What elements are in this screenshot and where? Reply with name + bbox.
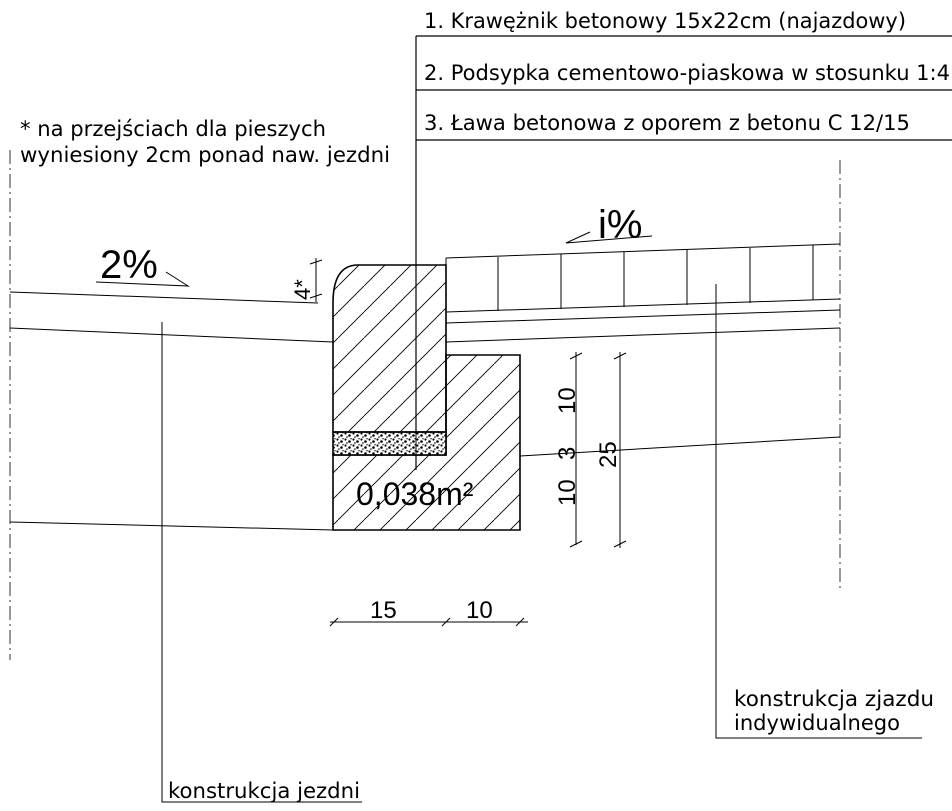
dim-10-horizontal: 10 — [466, 597, 493, 624]
dim-10-top: 10 — [554, 387, 581, 414]
note-line-2: wyniesiony 2cm ponad naw. jezdni — [20, 143, 390, 167]
dim-10-bottom: 10 — [554, 479, 581, 506]
horizontal-dimensions — [329, 617, 528, 627]
driveway-leader — [715, 284, 922, 739]
concrete-curb — [332, 264, 447, 433]
sand-cement-bedding — [332, 431, 447, 456]
dim-15: 15 — [370, 597, 397, 624]
driveway-label-line-2: indywidualnego — [734, 711, 900, 735]
legend-item-1: 1. Krawężnik betonowy 15x22cm (najazdowy… — [424, 9, 906, 33]
dim-3: 3 — [554, 447, 581, 460]
driveway-label-line-1: konstrukcja zjazdu — [734, 687, 934, 711]
note-line-1: * na przejściach dla pieszych — [20, 117, 326, 141]
road-leader — [161, 322, 362, 803]
road-layers — [9, 291, 334, 531]
right-slope-arrow — [565, 231, 653, 244]
right-slope-label: i% — [598, 203, 642, 247]
reveal-label: 4* — [290, 279, 315, 300]
legend-item-2: 2. Podsypka cementowo-piaskowa w stosunk… — [424, 61, 950, 85]
area-label: 0,038m² — [356, 476, 474, 512]
left-slope-label: 2% — [100, 243, 158, 287]
dim-25: 25 — [595, 441, 622, 468]
reveal-dimension — [309, 258, 323, 302]
legend-item-3: 3. Ława betonowa z oporem z betonu C 12/… — [424, 111, 910, 135]
road-label: konstrukcja jezdni — [168, 779, 360, 803]
vertical-dimensions — [569, 352, 627, 548]
driveway-pavers — [445, 243, 841, 457]
left-slope-arrow — [95, 271, 190, 287]
